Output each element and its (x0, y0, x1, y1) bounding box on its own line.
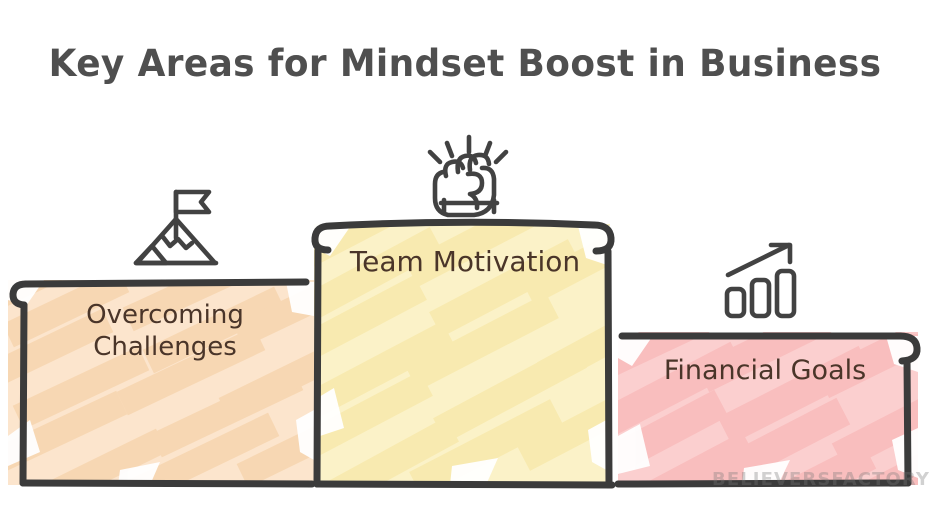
right-block-right-edge (903, 357, 912, 487)
watermark-text: BELIEVERSFACTORY (712, 469, 930, 490)
podium-block-center[interactable] (300, 208, 630, 496)
center-block-bottom-edge (313, 480, 616, 489)
left-block-scribble-texture (8, 280, 314, 485)
center-block-gaps (314, 224, 610, 485)
left-block-bottom-edge (19, 479, 316, 488)
center-block-hook-right (590, 221, 615, 255)
left-block-hook-corner (9, 280, 30, 309)
right-block-gaps (618, 334, 918, 485)
center-block-right-edge (604, 247, 613, 488)
podium-block-left[interactable] (0, 262, 332, 496)
left-block-top-edge (22, 278, 310, 288)
page-title: Key Areas for Mindset Boost in Business (48, 42, 882, 85)
center-block-left-edge (313, 246, 322, 488)
raised-fist-icon (427, 134, 509, 218)
right-block-bottom-edge (614, 479, 912, 488)
center-block-top-edge (326, 218, 598, 230)
growth-bar-chart-arrow-icon (724, 242, 797, 319)
left-block-left-edge (19, 301, 28, 487)
center-block-scribble-texture (314, 222, 610, 485)
mountain-flag-icon (133, 189, 219, 266)
podium-block-right[interactable] (606, 318, 930, 520)
